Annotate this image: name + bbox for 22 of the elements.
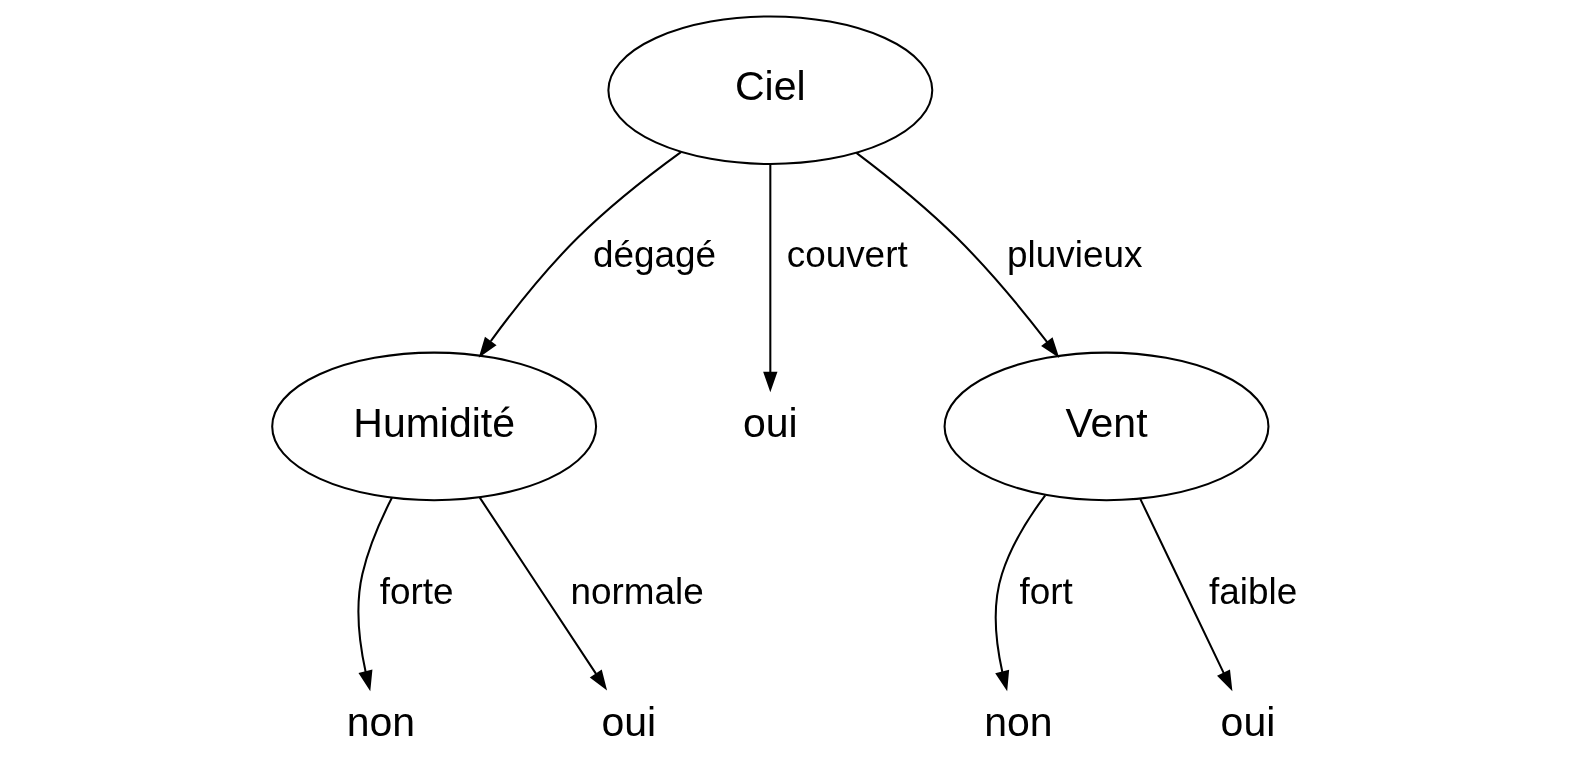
arrow [994,494,1047,692]
node-text: non [346,698,416,745]
edge-label: faible [1208,570,1298,612]
arrow [478,151,682,358]
arrow [1139,498,1233,692]
arrow [855,152,1060,358]
edge-label: couvert [786,234,908,276]
node-ellipse: Ciel [607,15,934,166]
arrow [763,164,778,393]
node-ellipse: Vent [943,351,1270,502]
edge-label: forte [379,570,454,612]
edge-label: normale [570,570,704,612]
edge-label: fort [1019,570,1073,612]
node-text: oui [742,399,798,446]
arrow [478,497,608,691]
node-text: oui [1220,698,1276,745]
edge-label: pluvieux [1007,234,1143,276]
arrow [357,497,393,692]
node-text: oui [601,698,657,745]
edge-label: dégagé [592,234,717,276]
node-ellipse: Humidité [271,351,598,502]
node-text: non [984,698,1053,745]
